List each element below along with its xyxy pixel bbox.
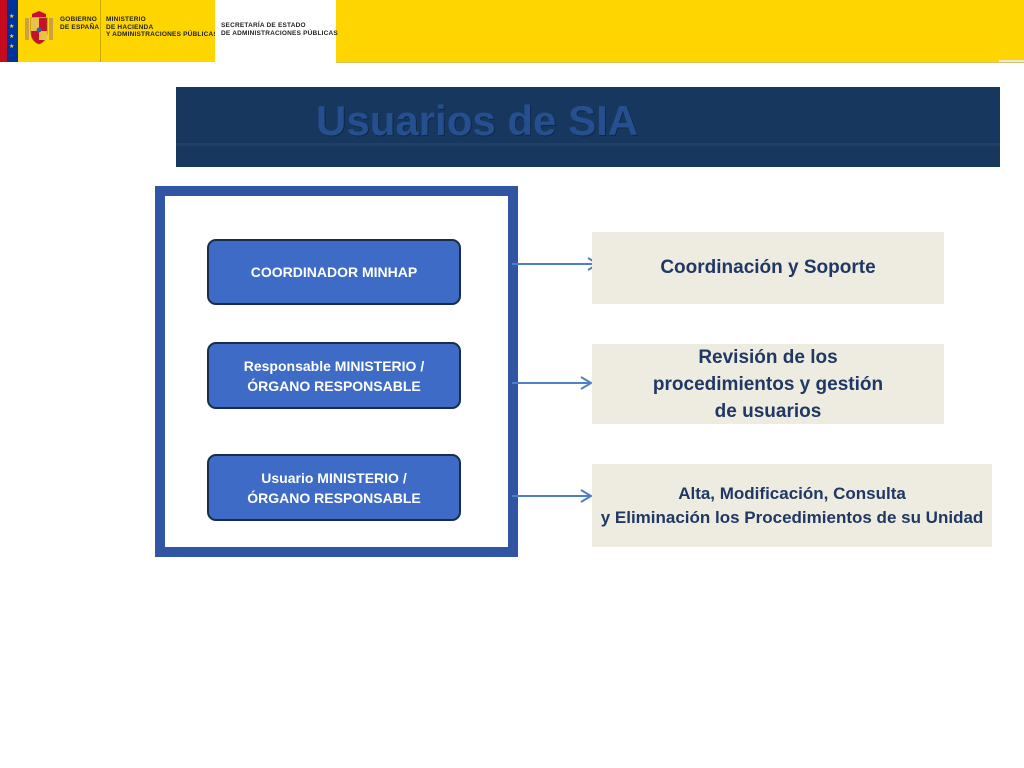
header-underline [336,62,1024,63]
role-box-usuario: Usuario MINISTERIO / ÓRGANO RESPONSABLE [207,454,461,521]
arrow-right-icon [580,489,593,503]
gobierno-label: GOBIERNO DE ESPAÑA [60,16,100,31]
header-tick [999,60,1024,62]
role-box-coordinador: COORDINADOR MINHAP [207,239,461,305]
page-title: Usuarios de SIA [316,97,639,144]
description-text: procedimientos y gestión [652,373,884,395]
flag-stripe-icon: ★ ★ ★ ★ [0,0,18,62]
description-text: Alta, Modificación, Consulta [678,483,906,503]
role-label: ÓRGANO RESPONSABLE [247,489,421,506]
role-label: Usuario MINISTERIO / [261,469,407,486]
description-alta: Alta, Modificación, Consulta y Eliminaci… [592,464,992,547]
description-text: Coordinación y Soporte [660,257,876,278]
title-banner: Usuarios de SIA [176,87,1000,167]
description-text: de usuarios [714,400,822,422]
description-coordinacion: Coordinación y Soporte [592,232,944,304]
description-text: Revisión de los [698,346,838,368]
ministerio-label: MINISTERIO DE HACIENDA Y ADMINISTRACIONE… [106,16,218,38]
header-divider [100,0,101,62]
description-text: y Eliminación los Procedimientos de su U… [600,507,984,527]
role-label: Responsable MINISTERIO / [243,357,425,374]
role-box-responsable: Responsable MINISTERIO / ÓRGANO RESPONSA… [207,342,461,409]
description-revision: Revisión de los procedimientos y gestión… [592,344,944,424]
arrow-right-icon [580,376,593,390]
role-label: COORDINADOR MINHAP [250,264,418,280]
role-label: ÓRGANO RESPONSABLE [247,377,421,394]
secretaria-label: SECRETARÍA DE ESTADO DE ADMINISTRACIONES… [221,22,338,37]
coat-of-arms-icon [25,11,53,45]
secretaria-panel [215,0,336,62]
header-band: ★ ★ ★ ★ GOBIERNO DE ESPAÑA MINISTERIO DE… [0,0,1024,62]
